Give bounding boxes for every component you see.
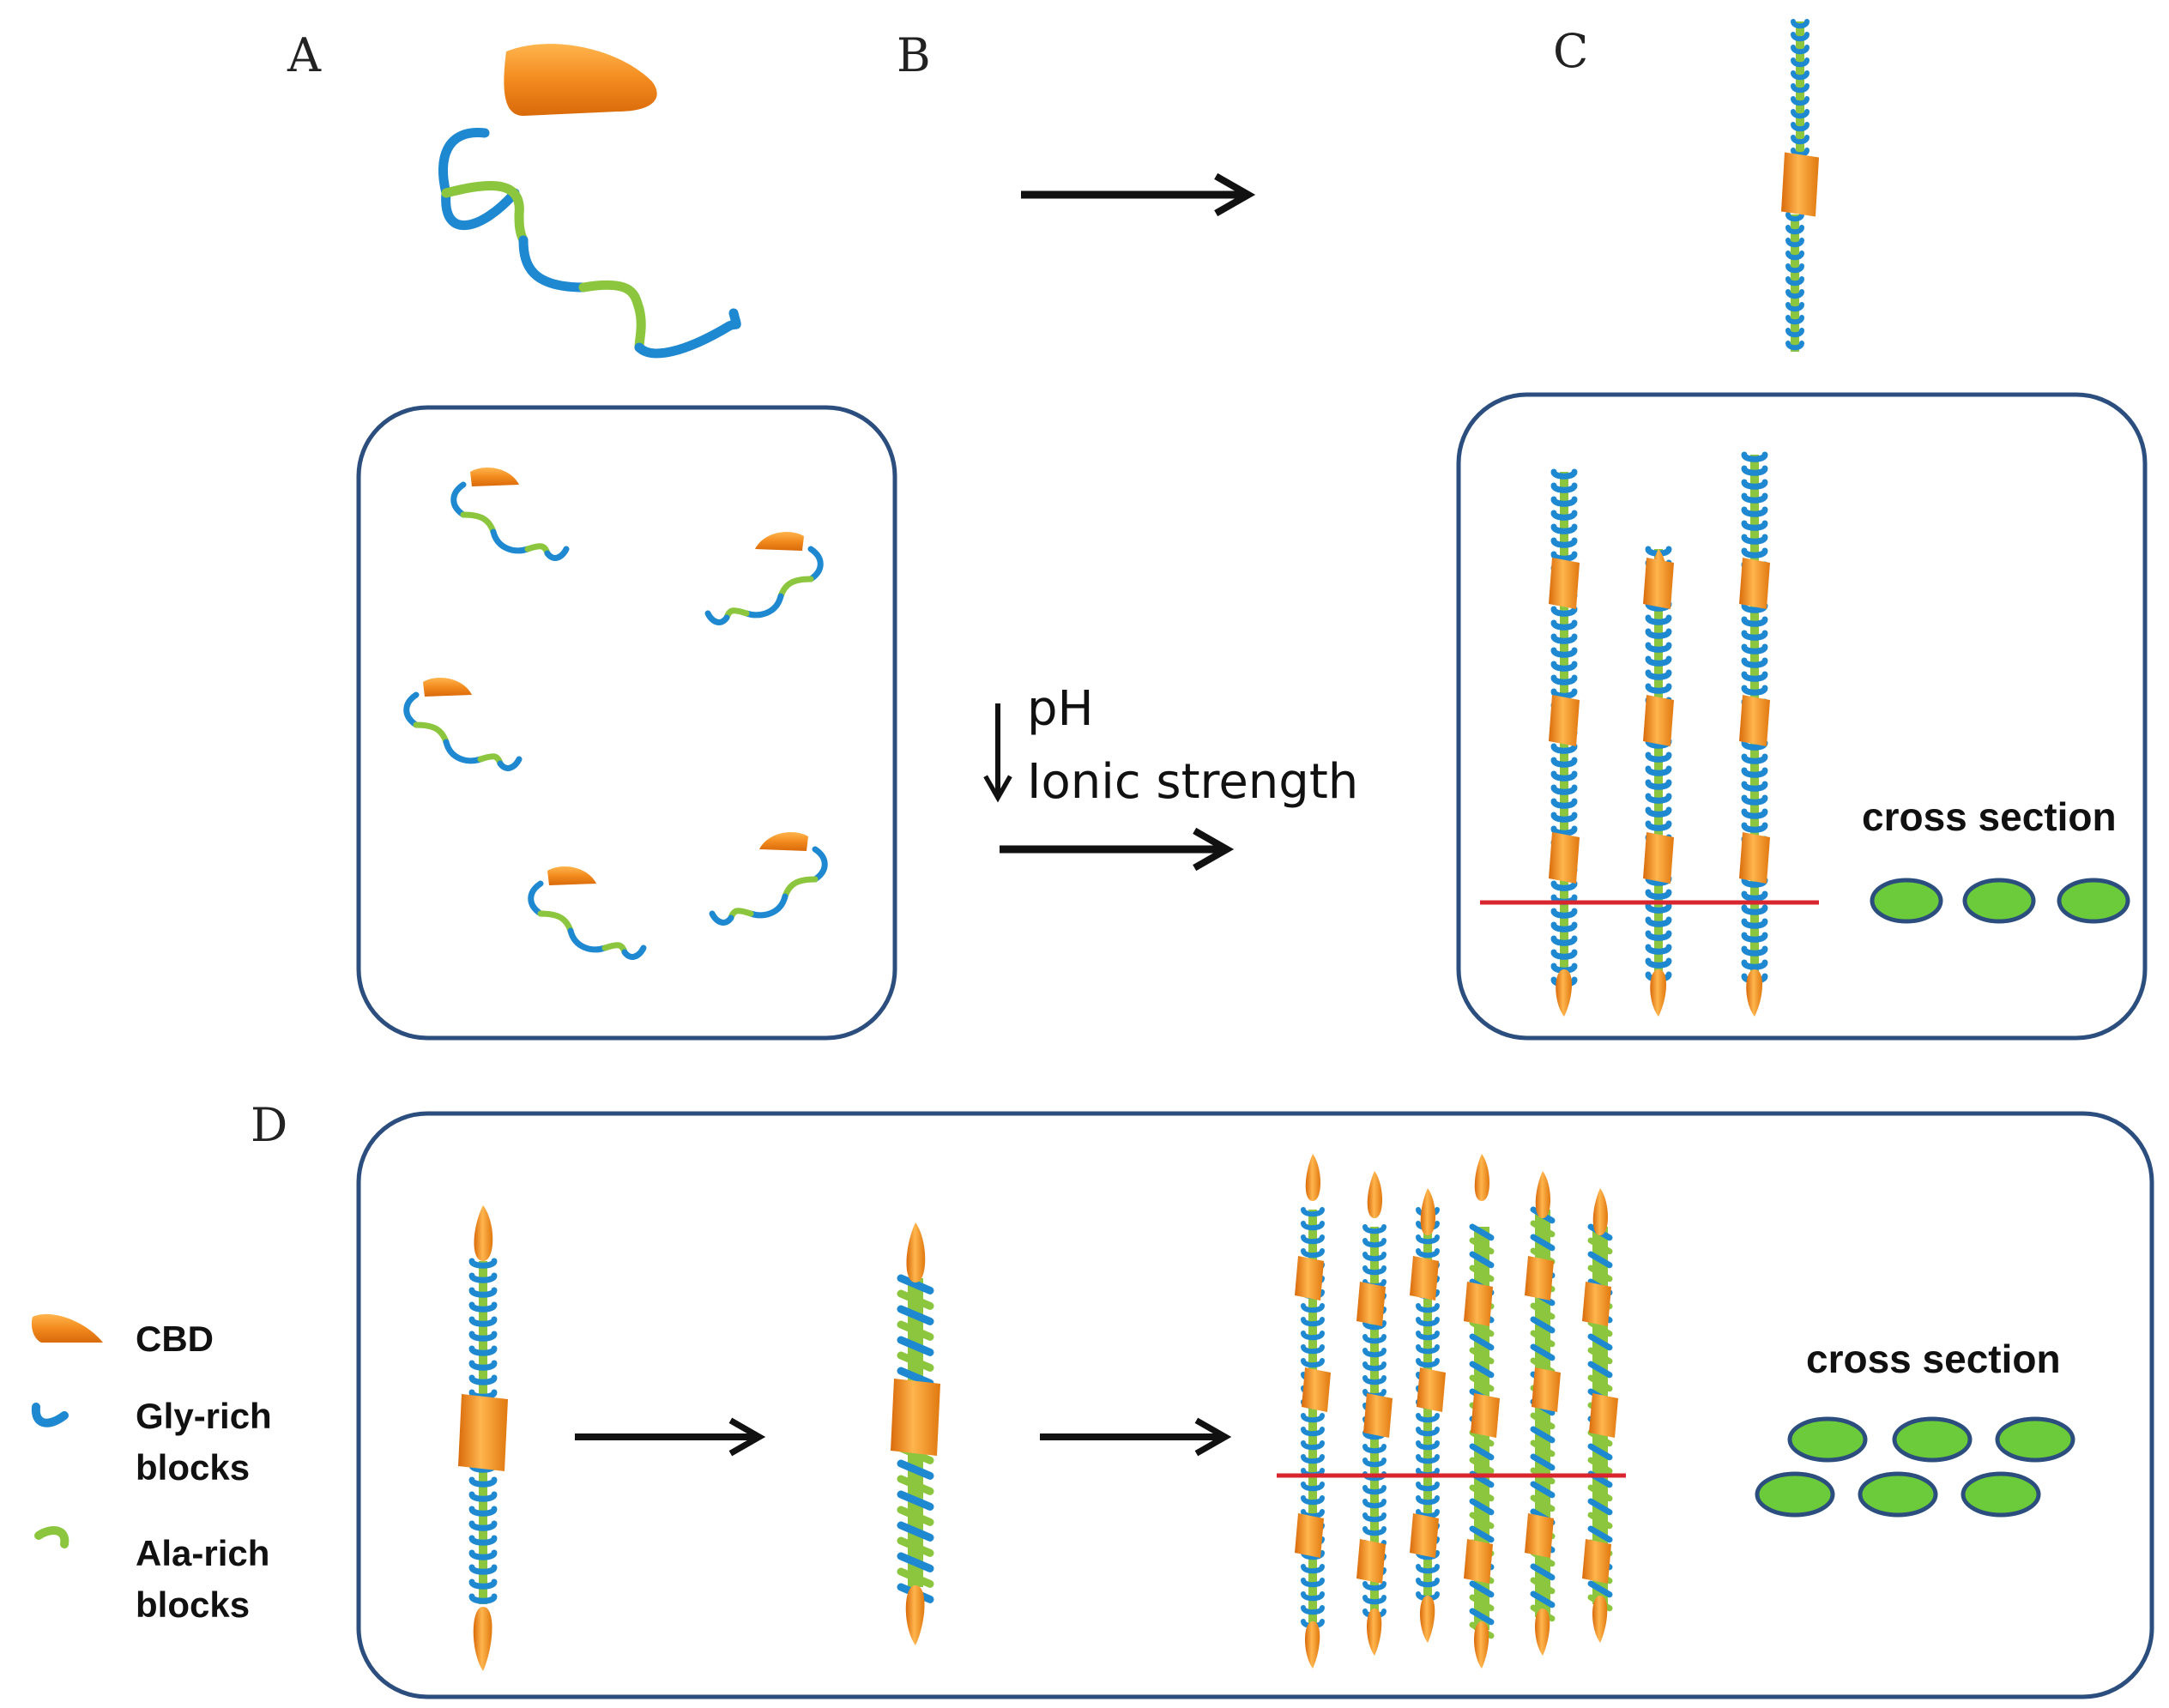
panel-b-box	[356, 405, 897, 1041]
legend-cbd-label: CBD	[136, 1319, 214, 1359]
cbd-domain	[504, 44, 657, 117]
cbd-domain	[1549, 832, 1580, 884]
bundled-fiber	[1295, 1154, 1331, 1669]
cbd-domain	[1363, 1393, 1393, 1438]
cross-section-label-c: cross section	[1862, 794, 2117, 839]
cbd-domain	[1535, 1608, 1550, 1656]
cbd-domain	[1305, 1621, 1320, 1669]
legend-ala-label-2: blocks	[136, 1584, 250, 1625]
bundled-fiber	[1410, 1188, 1446, 1643]
random-coil	[403, 678, 523, 771]
cbd-domain	[1535, 1171, 1550, 1218]
cbd-domain	[1410, 1256, 1439, 1301]
cbd-domain	[759, 832, 808, 851]
cbd-domain	[458, 1394, 508, 1471]
fiber	[1739, 451, 1770, 1017]
cbd-domain	[474, 1205, 493, 1261]
legend: CBD Gly-rich blocks Ala-rich blocks	[31, 1313, 272, 1625]
cbd-domain	[1556, 969, 1573, 1017]
cbd-domain	[1474, 1154, 1489, 1201]
aligned-fibers	[1549, 451, 1770, 1017]
cbd-domain	[891, 1379, 940, 1456]
panel-label-b: B	[897, 28, 931, 82]
cbd-domain	[1650, 969, 1667, 1017]
unfolded-protein-large	[438, 44, 741, 359]
bundled-fiber	[1356, 1171, 1393, 1656]
cbd-domain	[1582, 1282, 1611, 1326]
cross-section-c	[1870, 878, 2130, 924]
panel-label-a: A	[287, 28, 322, 82]
bundled-fiber	[1525, 1171, 1561, 1656]
cbd-domain	[1356, 1539, 1386, 1584]
cbd-domain	[1295, 1513, 1324, 1558]
cbd-legend-icon	[31, 1313, 104, 1343]
cbd-domain	[1367, 1608, 1382, 1656]
cbd-domain	[1549, 558, 1580, 609]
ionic-strength-label: Ionic strength	[1027, 754, 1358, 810]
cbd-domain	[1420, 1596, 1435, 1643]
cbd-domain	[1464, 1539, 1493, 1584]
random-coil	[528, 866, 647, 960]
cbd-domain	[473, 1607, 492, 1671]
cbd-domain	[1643, 558, 1674, 609]
bundled-fiber	[1464, 1154, 1500, 1669]
cross-section-d	[1755, 1416, 2075, 1518]
ph-label: pH	[1027, 681, 1094, 737]
fiber	[1549, 468, 1580, 1017]
cbd-domain	[1746, 969, 1763, 1017]
gly-legend-icon	[31, 1403, 69, 1427]
cbd-domain	[1295, 1256, 1324, 1301]
cbd-domain	[906, 1222, 926, 1283]
fiber-bundling-sequence	[458, 1154, 1618, 1671]
legend-gly-label-2: blocks	[136, 1447, 250, 1488]
cbd-domain	[755, 532, 804, 551]
panel-d-box	[356, 1111, 2154, 1699]
cbd-domain	[1410, 1513, 1439, 1558]
cbd-domain	[423, 678, 472, 697]
cbd-domain	[1417, 1367, 1446, 1412]
cbd-domain	[547, 866, 596, 885]
cbd-domain	[1356, 1282, 1386, 1326]
random-coil	[704, 532, 824, 625]
ala-legend-icon	[34, 1526, 69, 1548]
cbd-domain	[1582, 1539, 1611, 1584]
cbd-domain	[1643, 832, 1674, 884]
single-fiber	[458, 1205, 508, 1671]
cbd-domain	[1739, 695, 1770, 746]
cbd-domain	[470, 468, 519, 486]
cbd-domain	[1474, 1621, 1489, 1669]
cbd-domain	[1739, 832, 1770, 884]
random-coil	[709, 832, 828, 926]
cbd-domain	[1367, 1171, 1382, 1218]
panel-c-box	[1456, 392, 2148, 1041]
fiber	[1643, 546, 1674, 1017]
cbd-domain	[1420, 1188, 1435, 1235]
folded-protein-single	[1781, 19, 1819, 352]
cbd-domain	[1532, 1367, 1561, 1412]
panel-label-d: D	[251, 1098, 287, 1152]
panel-label-c: C	[1553, 24, 1588, 78]
cbd-domain	[1589, 1393, 1618, 1438]
cbd-domain	[1592, 1188, 1608, 1235]
cbd-domain	[1471, 1393, 1500, 1438]
cbd-domain	[1525, 1256, 1554, 1301]
bundled-fiber	[1582, 1188, 1618, 1643]
cbd-domain	[1739, 558, 1770, 609]
twisted-fiber	[891, 1222, 940, 1645]
cbd-domain	[1549, 695, 1580, 746]
random-coil-proteins	[403, 468, 828, 960]
random-coil	[450, 468, 570, 561]
cross-section-label-d: cross section	[1806, 1337, 2061, 1381]
cbd-domain	[1643, 695, 1674, 746]
cbd-domain	[1592, 1596, 1608, 1643]
cbd-domain	[1302, 1367, 1331, 1412]
legend-gly-label-1: Gly-rich	[136, 1396, 272, 1436]
cbd-domain	[1525, 1513, 1554, 1558]
cbd-domain	[1305, 1154, 1320, 1201]
cbd-domain	[1464, 1282, 1493, 1326]
cbd-domain	[905, 1585, 925, 1645]
cbd-domain	[1781, 152, 1819, 217]
legend-ala-label-1: Ala-rich	[136, 1533, 269, 1573]
